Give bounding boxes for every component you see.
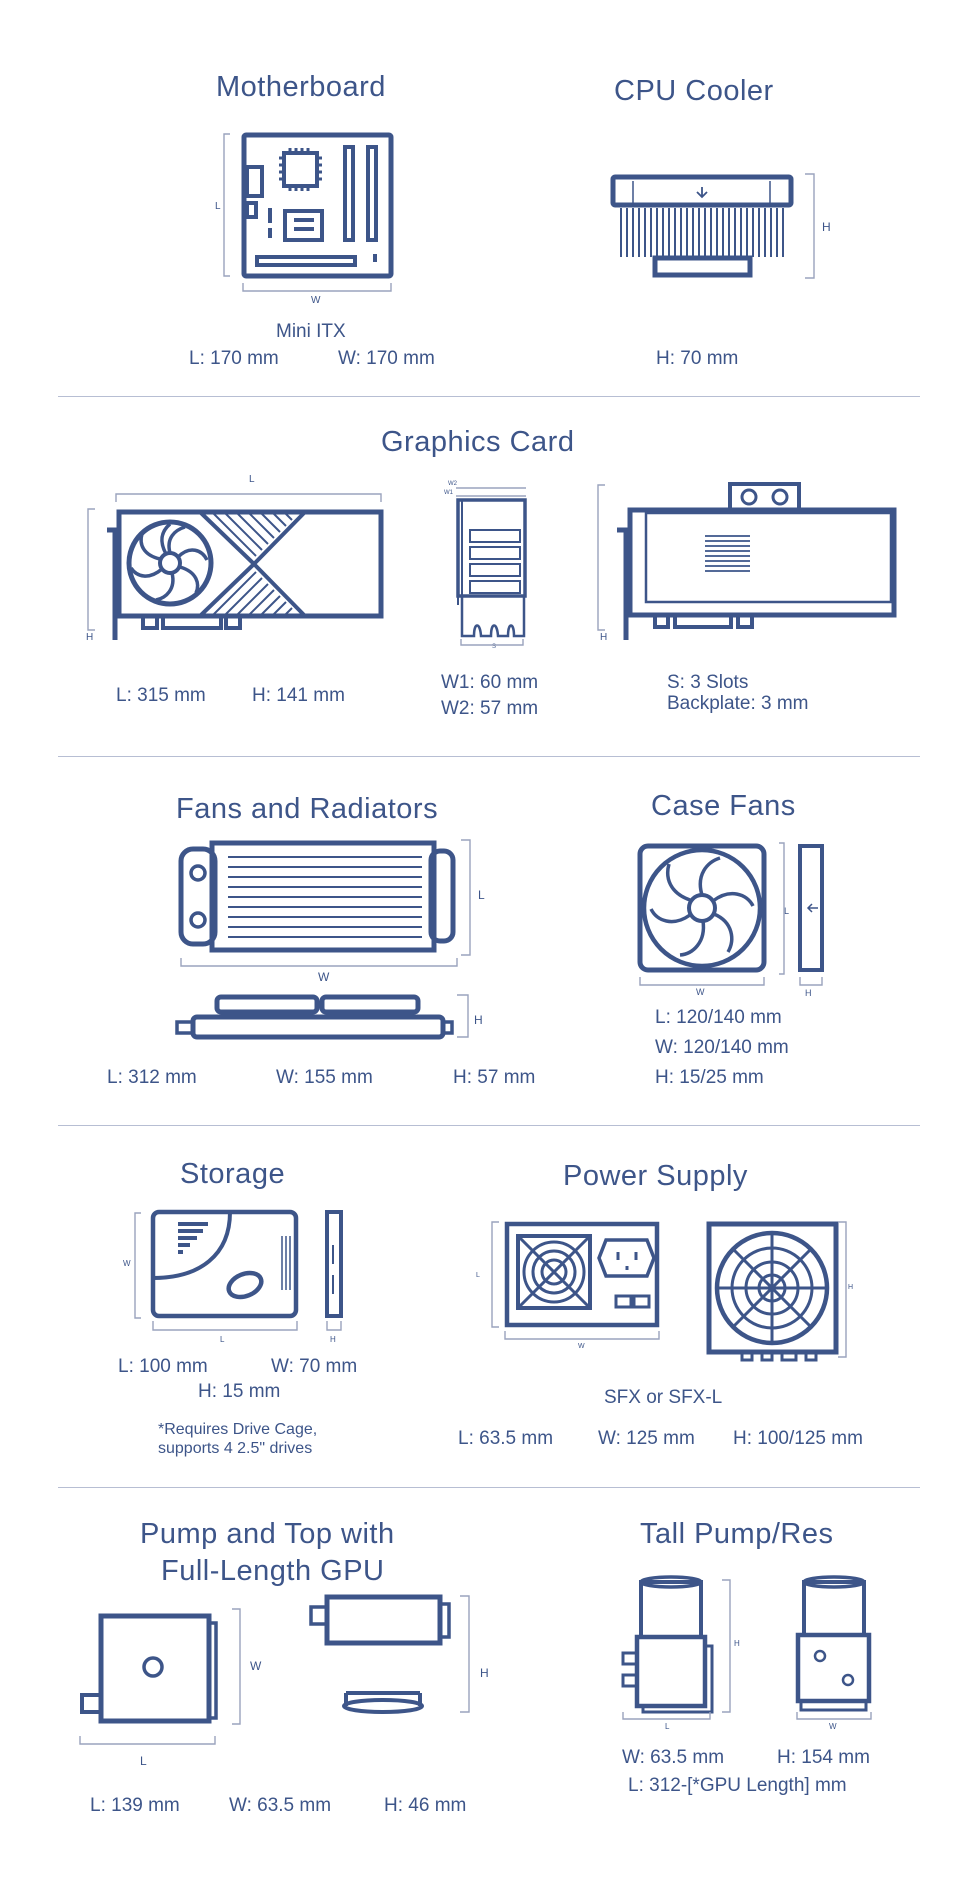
case-fans-width: W: 120/140 mm — [655, 1037, 789, 1058]
fan-dim-l: L — [784, 906, 790, 916]
tall-pump-res-2-icon — [795, 1575, 872, 1720]
storage-title: Storage — [180, 1158, 286, 1190]
res-dim-h: H — [734, 1639, 740, 1648]
pump-top-length: L: 139 mm — [90, 1795, 180, 1816]
cooler-dim-h: H — [822, 220, 831, 234]
gpu-side-icon — [597, 482, 897, 640]
graphics-card-backplate: Backplate: 3 mm — [667, 693, 809, 714]
storage-length: L: 100 mm — [118, 1356, 208, 1377]
divider-4 — [58, 1487, 920, 1488]
storage-note-line1: *Requires Drive Cage, — [158, 1421, 318, 1438]
storage-width: W: 70 mm — [271, 1356, 358, 1377]
case-fans-title: Case Fans — [651, 790, 796, 822]
fans-radiators-length: L: 312 mm — [107, 1067, 197, 1088]
fan-dim-h: H — [805, 988, 812, 998]
motherboard-icon — [223, 132, 394, 292]
radiator-icon — [175, 839, 471, 1040]
pump-top-title-line2: Full-Length GPU — [161, 1555, 385, 1587]
motherboard-length: L: 170 mm — [189, 348, 279, 369]
cpu-cooler-title: CPU Cooler — [614, 75, 774, 107]
tall-pump-res-icon — [621, 1575, 731, 1720]
power-supply-height: H: 100/125 mm — [733, 1428, 863, 1449]
graphics-card-height: H: 141 mm — [252, 685, 345, 706]
graphics-card-w1: W1: 60 mm — [441, 672, 539, 693]
ssd-dim-h: H — [330, 1335, 336, 1344]
pump-side-view-icon — [309, 1594, 470, 1714]
power-supply-length: L: 63.5 mm — [458, 1428, 554, 1449]
fans-radiators-title: Fans and Radiators — [176, 793, 439, 825]
psu-dim-h: H — [848, 1284, 854, 1291]
gpu-dim-s: S — [492, 644, 497, 650]
case-fan-icon — [637, 842, 824, 986]
res-dim-l: L — [665, 1722, 670, 1731]
case-fans-length: L: 120/140 mm — [655, 1007, 782, 1028]
divider-3 — [58, 1125, 920, 1126]
divider-2 — [58, 756, 920, 757]
cpu-cooler-icon — [610, 173, 815, 279]
pump-top-width: W: 63.5 mm — [229, 1795, 332, 1816]
fans-radiators-width: W: 155 mm — [276, 1067, 373, 1088]
psu-dim-w: W — [578, 1343, 585, 1350]
pump-top-height: H: 46 mm — [384, 1795, 467, 1816]
power-supply-title: Power Supply — [563, 1160, 748, 1192]
graphics-card-w2: W2: 57 mm — [441, 698, 539, 719]
psu-dim-l: L — [476, 1272, 480, 1279]
power-supply-width: W: 125 mm — [598, 1428, 695, 1449]
rad-dim-h: H — [474, 1013, 483, 1027]
mb-dim-w: W — [311, 295, 321, 306]
motherboard-form-factor: Mini ITX — [276, 321, 346, 342]
rad-dim-l: L — [478, 888, 485, 902]
fans-radiators-height: H: 57 mm — [453, 1067, 536, 1088]
psu-back-icon — [706, 1221, 847, 1362]
motherboard-width: W: 170 mm — [338, 348, 435, 369]
tall-pump-width: W: 63.5 mm — [622, 1747, 725, 1768]
pump-top-title-line1: Pump and Top with — [140, 1518, 395, 1550]
tall-pump-length: L: 312-[*GPU Length] mm — [628, 1775, 847, 1796]
gpu-dim-l: L — [249, 474, 255, 485]
ssd-icon — [134, 1209, 343, 1331]
gpu-front-icon — [87, 493, 384, 640]
ssd-dim-w: W — [123, 1259, 131, 1268]
graphics-card-length: L: 315 mm — [116, 685, 206, 706]
gpu-dim-h: H — [86, 632, 94, 643]
gpu-end-icon — [456, 487, 527, 646]
graphics-card-slots: S: 3 Slots — [667, 672, 749, 693]
power-supply-form-factor: SFX or SFX-L — [604, 1387, 723, 1408]
psu-front-icon — [491, 1221, 660, 1340]
pump-top-view-icon — [79, 1608, 241, 1745]
divider-1 — [58, 396, 920, 397]
fan-dim-w: W — [696, 987, 705, 997]
rad-dim-w: W — [318, 970, 330, 984]
res-dim-w: W — [829, 1722, 837, 1731]
storage-note-line2: supports 4 2.5" drives — [158, 1440, 313, 1457]
cpu-cooler-height: H: 70 mm — [656, 348, 739, 369]
tall-pump-title: Tall Pump/Res — [640, 1518, 834, 1550]
mb-dim-l: L — [215, 201, 221, 212]
gpu-side-dim-h: H — [600, 632, 608, 643]
pump-dim-w: W — [250, 1659, 262, 1673]
pump-dim-h: H — [480, 1666, 489, 1680]
ssd-dim-l: L — [220, 1335, 225, 1344]
pump-dim-l: L — [140, 1754, 147, 1768]
gpu-dim-w1: W1 — [444, 490, 453, 496]
case-fans-height: H: 15/25 mm — [655, 1067, 764, 1088]
gpu-dim-w2: W2 — [448, 481, 457, 487]
storage-height: H: 15 mm — [198, 1381, 281, 1402]
motherboard-title: Motherboard — [216, 71, 386, 103]
tall-pump-height: H: 154 mm — [777, 1747, 870, 1768]
graphics-card-title: Graphics Card — [381, 426, 575, 458]
